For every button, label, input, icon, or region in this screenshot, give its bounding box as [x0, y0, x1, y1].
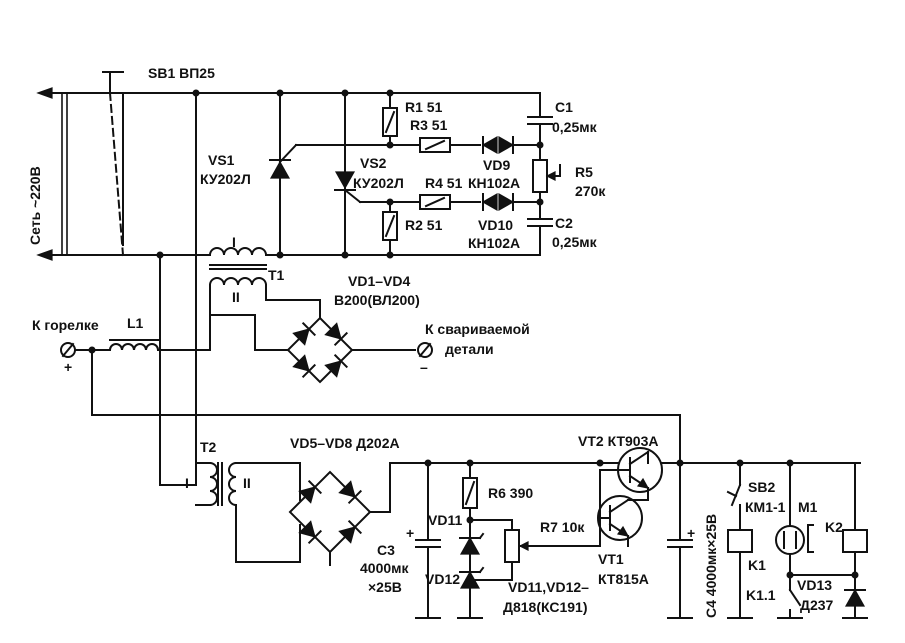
- capacitor-c4: [667, 462, 693, 619]
- c3-ref: C3: [377, 542, 395, 558]
- torch-label: К горелке: [32, 317, 99, 333]
- c3-val1: 4000мк: [360, 560, 410, 576]
- r7-label: R7 10к: [540, 519, 585, 535]
- vd1112-label-1: VD11,VD12–: [508, 579, 589, 595]
- vs1-type: КУ202Л: [200, 171, 251, 187]
- transformer-t1: [159, 247, 321, 316]
- vs2-type: КУ202Л: [353, 175, 404, 191]
- sb1-label: SB1 ВП25: [148, 65, 215, 81]
- switch-sb2: [726, 462, 742, 531]
- vd1112-label-2: Д818(КС191): [503, 599, 588, 615]
- r5-val: 270к: [575, 183, 606, 199]
- diode-vd13: [842, 574, 868, 619]
- c2-ref: C2: [555, 215, 573, 231]
- potentiometer-r5: [532, 144, 561, 203]
- t2-w2-label: II: [243, 475, 251, 491]
- c4-label: C4 4000мк×25В: [703, 514, 719, 618]
- t2-w1-label: I: [185, 475, 189, 491]
- dinistor-vd10: [482, 193, 541, 211]
- vd12-label: VD12: [425, 571, 460, 587]
- capacitor-c2: [527, 201, 553, 256]
- r5-ref: R5: [575, 164, 593, 180]
- c1-ref: C1: [555, 99, 573, 115]
- vd1-ref: VD1–VD4: [348, 273, 410, 289]
- thyristor-vs2: [334, 92, 421, 256]
- c4-plus: +: [687, 525, 695, 541]
- vt1-type: КТ815А: [598, 571, 649, 587]
- zener-vd12: [457, 566, 485, 619]
- bridge-vd5-vd8: [288, 462, 391, 566]
- vd5-label: VD5–VD8 Д202А: [290, 435, 400, 451]
- torch-plus: +: [64, 359, 72, 375]
- vd13-ref: VD13: [797, 577, 832, 593]
- t2-label: T2: [200, 439, 217, 455]
- c3-plus: +: [406, 525, 414, 541]
- vd1-type: В200(ВЛ200): [334, 292, 420, 308]
- r6-label: R6 390: [488, 485, 533, 501]
- switch-sb1: [102, 71, 125, 257]
- vd10-ref: VD10: [478, 217, 513, 233]
- sb2-type: КМ1-1: [745, 499, 786, 515]
- transistor-vt2: [599, 447, 663, 501]
- work-label-1: К свариваемой: [425, 321, 530, 337]
- capacitor-c3: [415, 462, 441, 619]
- k2-label: K2: [825, 519, 843, 535]
- k1-label: K1: [748, 557, 766, 573]
- work-label-2: детали: [445, 341, 494, 357]
- t1-w2-label: II: [232, 289, 240, 305]
- r1-label: R1 51: [405, 99, 443, 115]
- contact-k1-1: [777, 571, 856, 619]
- r2-label: R2 51: [405, 217, 443, 233]
- vs2-ref: VS2: [360, 155, 387, 171]
- k11-label: K1.1: [746, 587, 776, 603]
- relay-k1: [727, 529, 753, 553]
- thyristor-vs1: [269, 92, 421, 256]
- vs1-ref: VS1: [208, 152, 235, 168]
- inductor-l1: [108, 339, 161, 352]
- vt1-ref: VT1: [598, 551, 624, 567]
- zener-vd11: [459, 519, 485, 573]
- r3-label: R3 51: [410, 117, 448, 133]
- capacitor-c1: [527, 92, 553, 146]
- c1-val: 0,25мк: [552, 119, 598, 135]
- motor-m1: [775, 462, 805, 576]
- transformer-t2: [159, 461, 301, 563]
- l1-label: L1: [127, 315, 144, 331]
- dinistor-vd9: [482, 136, 541, 154]
- vt2-label: VT2 КТ903А: [578, 433, 658, 449]
- relay-k2: [842, 529, 868, 553]
- t1-label: T1: [268, 267, 285, 283]
- potentiometer-r7: [469, 519, 601, 581]
- c3-val2: ×25В: [368, 579, 402, 595]
- bridge-vd1-vd4: [254, 314, 416, 384]
- work-minus: –: [420, 359, 428, 375]
- vd10-type: КН102А: [468, 235, 520, 251]
- vd11-label: VD11: [428, 512, 462, 528]
- vd13-type: Д237: [800, 597, 834, 613]
- c2-val: 0,25мк: [552, 234, 598, 250]
- transistor-vt1: [597, 469, 649, 547]
- r4-label: R4 51: [425, 175, 463, 191]
- m1-label: M1: [798, 499, 818, 515]
- mains-input: [36, 87, 111, 261]
- t1-w1-label: I: [232, 234, 236, 250]
- mains-label: Сеть ~220В: [27, 166, 43, 245]
- vd9-ref: VD9: [483, 157, 510, 173]
- vd9-type: КН102А: [468, 175, 520, 191]
- sb2-ref: SB2: [748, 479, 775, 495]
